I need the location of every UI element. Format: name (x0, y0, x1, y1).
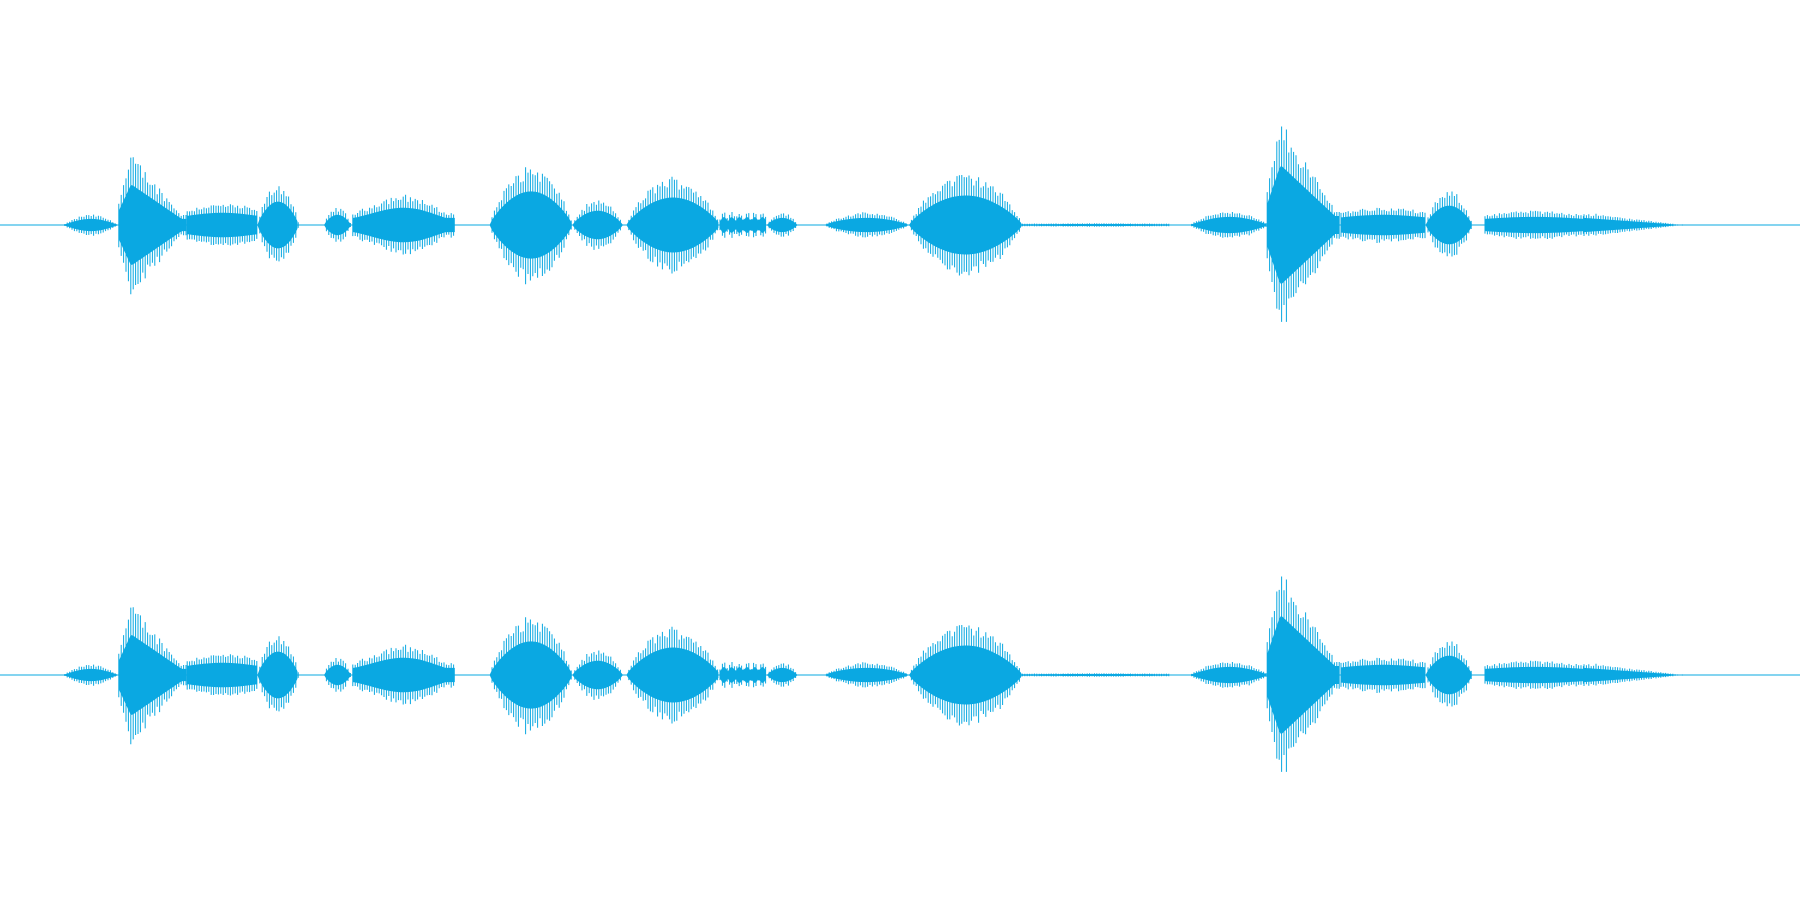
waveform-segment (118, 607, 187, 745)
waveform-spikes (1583, 213, 1683, 236)
waveform-segment (64, 664, 117, 686)
waveform-segment (1484, 210, 1584, 239)
waveform-segment (766, 213, 797, 237)
waveform-segment (1021, 673, 1170, 677)
waveform-spikes (574, 650, 621, 700)
waveform-spikes (768, 213, 797, 237)
waveform-segment (1266, 126, 1340, 322)
waveform-segment (352, 644, 455, 705)
waveform-segment (824, 662, 909, 688)
waveform-segment (1425, 191, 1472, 257)
waveform-body (824, 217, 909, 233)
waveform-spikes (826, 212, 909, 238)
waveform-spikes (1484, 660, 1584, 689)
waveform-segment (1425, 641, 1472, 707)
waveform-spikes (768, 663, 797, 687)
waveform-segment (824, 212, 909, 238)
waveform-channel-1 (0, 126, 1800, 322)
waveform-spikes (826, 662, 909, 688)
waveform-segment (1583, 663, 1683, 686)
waveform-segment (719, 212, 767, 238)
waveform-spikes (1191, 212, 1267, 238)
waveform-segment (909, 175, 1023, 276)
waveform-segment (352, 194, 455, 255)
waveform-spikes (186, 654, 258, 696)
waveform-segment (1021, 223, 1170, 227)
waveform-body (1341, 214, 1425, 236)
waveform-spikes (118, 607, 187, 745)
waveform-segment (324, 208, 351, 242)
waveform-spikes (1266, 126, 1340, 322)
waveform-spikes (352, 194, 455, 255)
waveform-segment (186, 204, 258, 246)
waveform-segment (572, 200, 623, 250)
waveform-spikes (186, 204, 258, 246)
waveform-spikes (1427, 191, 1472, 257)
waveform-segment (1191, 212, 1267, 238)
waveform-spikes (1191, 662, 1267, 688)
waveform-segment (186, 654, 258, 696)
waveform-segment (1340, 657, 1426, 693)
waveform-spikes (118, 157, 187, 295)
waveform-spikes (1583, 663, 1683, 686)
waveform-spikes (1484, 210, 1584, 239)
waveform-segment (766, 663, 797, 687)
waveform-segment (324, 658, 351, 692)
waveform-spikes (325, 208, 351, 242)
waveform-spikes (1340, 207, 1426, 243)
waveform-segment (257, 186, 299, 262)
waveform-spikes (719, 212, 767, 238)
waveform-spikes (719, 662, 767, 688)
waveform-segment (1583, 213, 1683, 236)
waveform-spikes (1340, 657, 1426, 693)
waveform-segment (626, 176, 719, 274)
waveform-spikes (325, 658, 351, 692)
waveform-spikes (64, 664, 116, 686)
waveform-spikes (259, 636, 299, 712)
waveform-spikes (1021, 673, 1170, 677)
waveform-body (824, 667, 909, 683)
waveform-spikes (491, 617, 572, 735)
waveform-spikes (1021, 223, 1170, 227)
waveform-segment (1266, 576, 1340, 772)
waveform-spikes (259, 186, 299, 262)
waveform-spikes (910, 625, 1023, 726)
waveform-spikes (910, 175, 1023, 276)
waveform-segment (719, 662, 767, 688)
waveform-segment (626, 626, 719, 724)
waveform-segment (64, 214, 117, 236)
waveform-segment (1340, 207, 1426, 243)
waveform-segment (257, 636, 299, 712)
waveform-spikes (628, 176, 719, 274)
waveform-segment (572, 650, 623, 700)
waveform-spikes (1266, 576, 1340, 772)
waveform-spikes (64, 214, 116, 236)
waveform-body (1341, 664, 1425, 686)
waveform-spikes (491, 167, 572, 285)
waveform-spikes (628, 626, 719, 724)
waveform-spikes (352, 644, 455, 705)
waveform-segment (118, 157, 187, 295)
waveform-segment (1191, 662, 1267, 688)
waveform-segment (489, 167, 572, 285)
waveform-segment (909, 625, 1023, 726)
waveform-channel-2 (0, 576, 1800, 772)
waveform-spikes (574, 200, 621, 250)
waveform-segment (1484, 660, 1584, 689)
waveform-segment (489, 617, 572, 735)
waveform-spikes (1427, 641, 1472, 707)
